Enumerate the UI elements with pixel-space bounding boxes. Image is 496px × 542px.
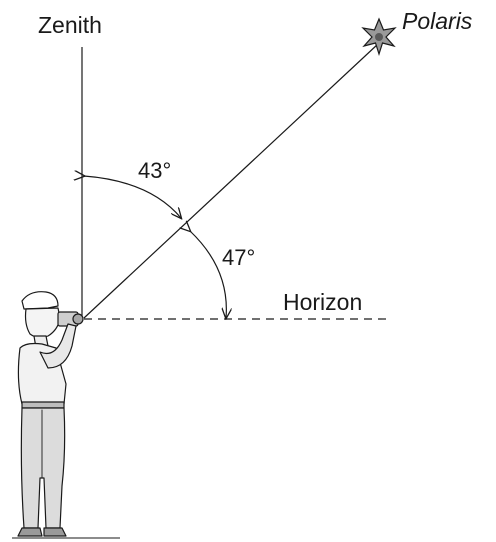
horizon-label: Horizon bbox=[283, 289, 363, 315]
horizon-angle-label: 47° bbox=[222, 245, 256, 270]
zenith-angle-arc bbox=[84, 176, 181, 218]
sight-line-to-polaris bbox=[83, 43, 379, 319]
polaris-star-icon bbox=[361, 17, 397, 56]
zenith-label: Zenith bbox=[38, 12, 102, 38]
polaris-label: Polaris bbox=[402, 8, 473, 34]
horizon-angle-arc bbox=[190, 231, 226, 318]
zenith-angle-label: 43° bbox=[138, 158, 172, 183]
observer-figure bbox=[17, 291, 84, 537]
